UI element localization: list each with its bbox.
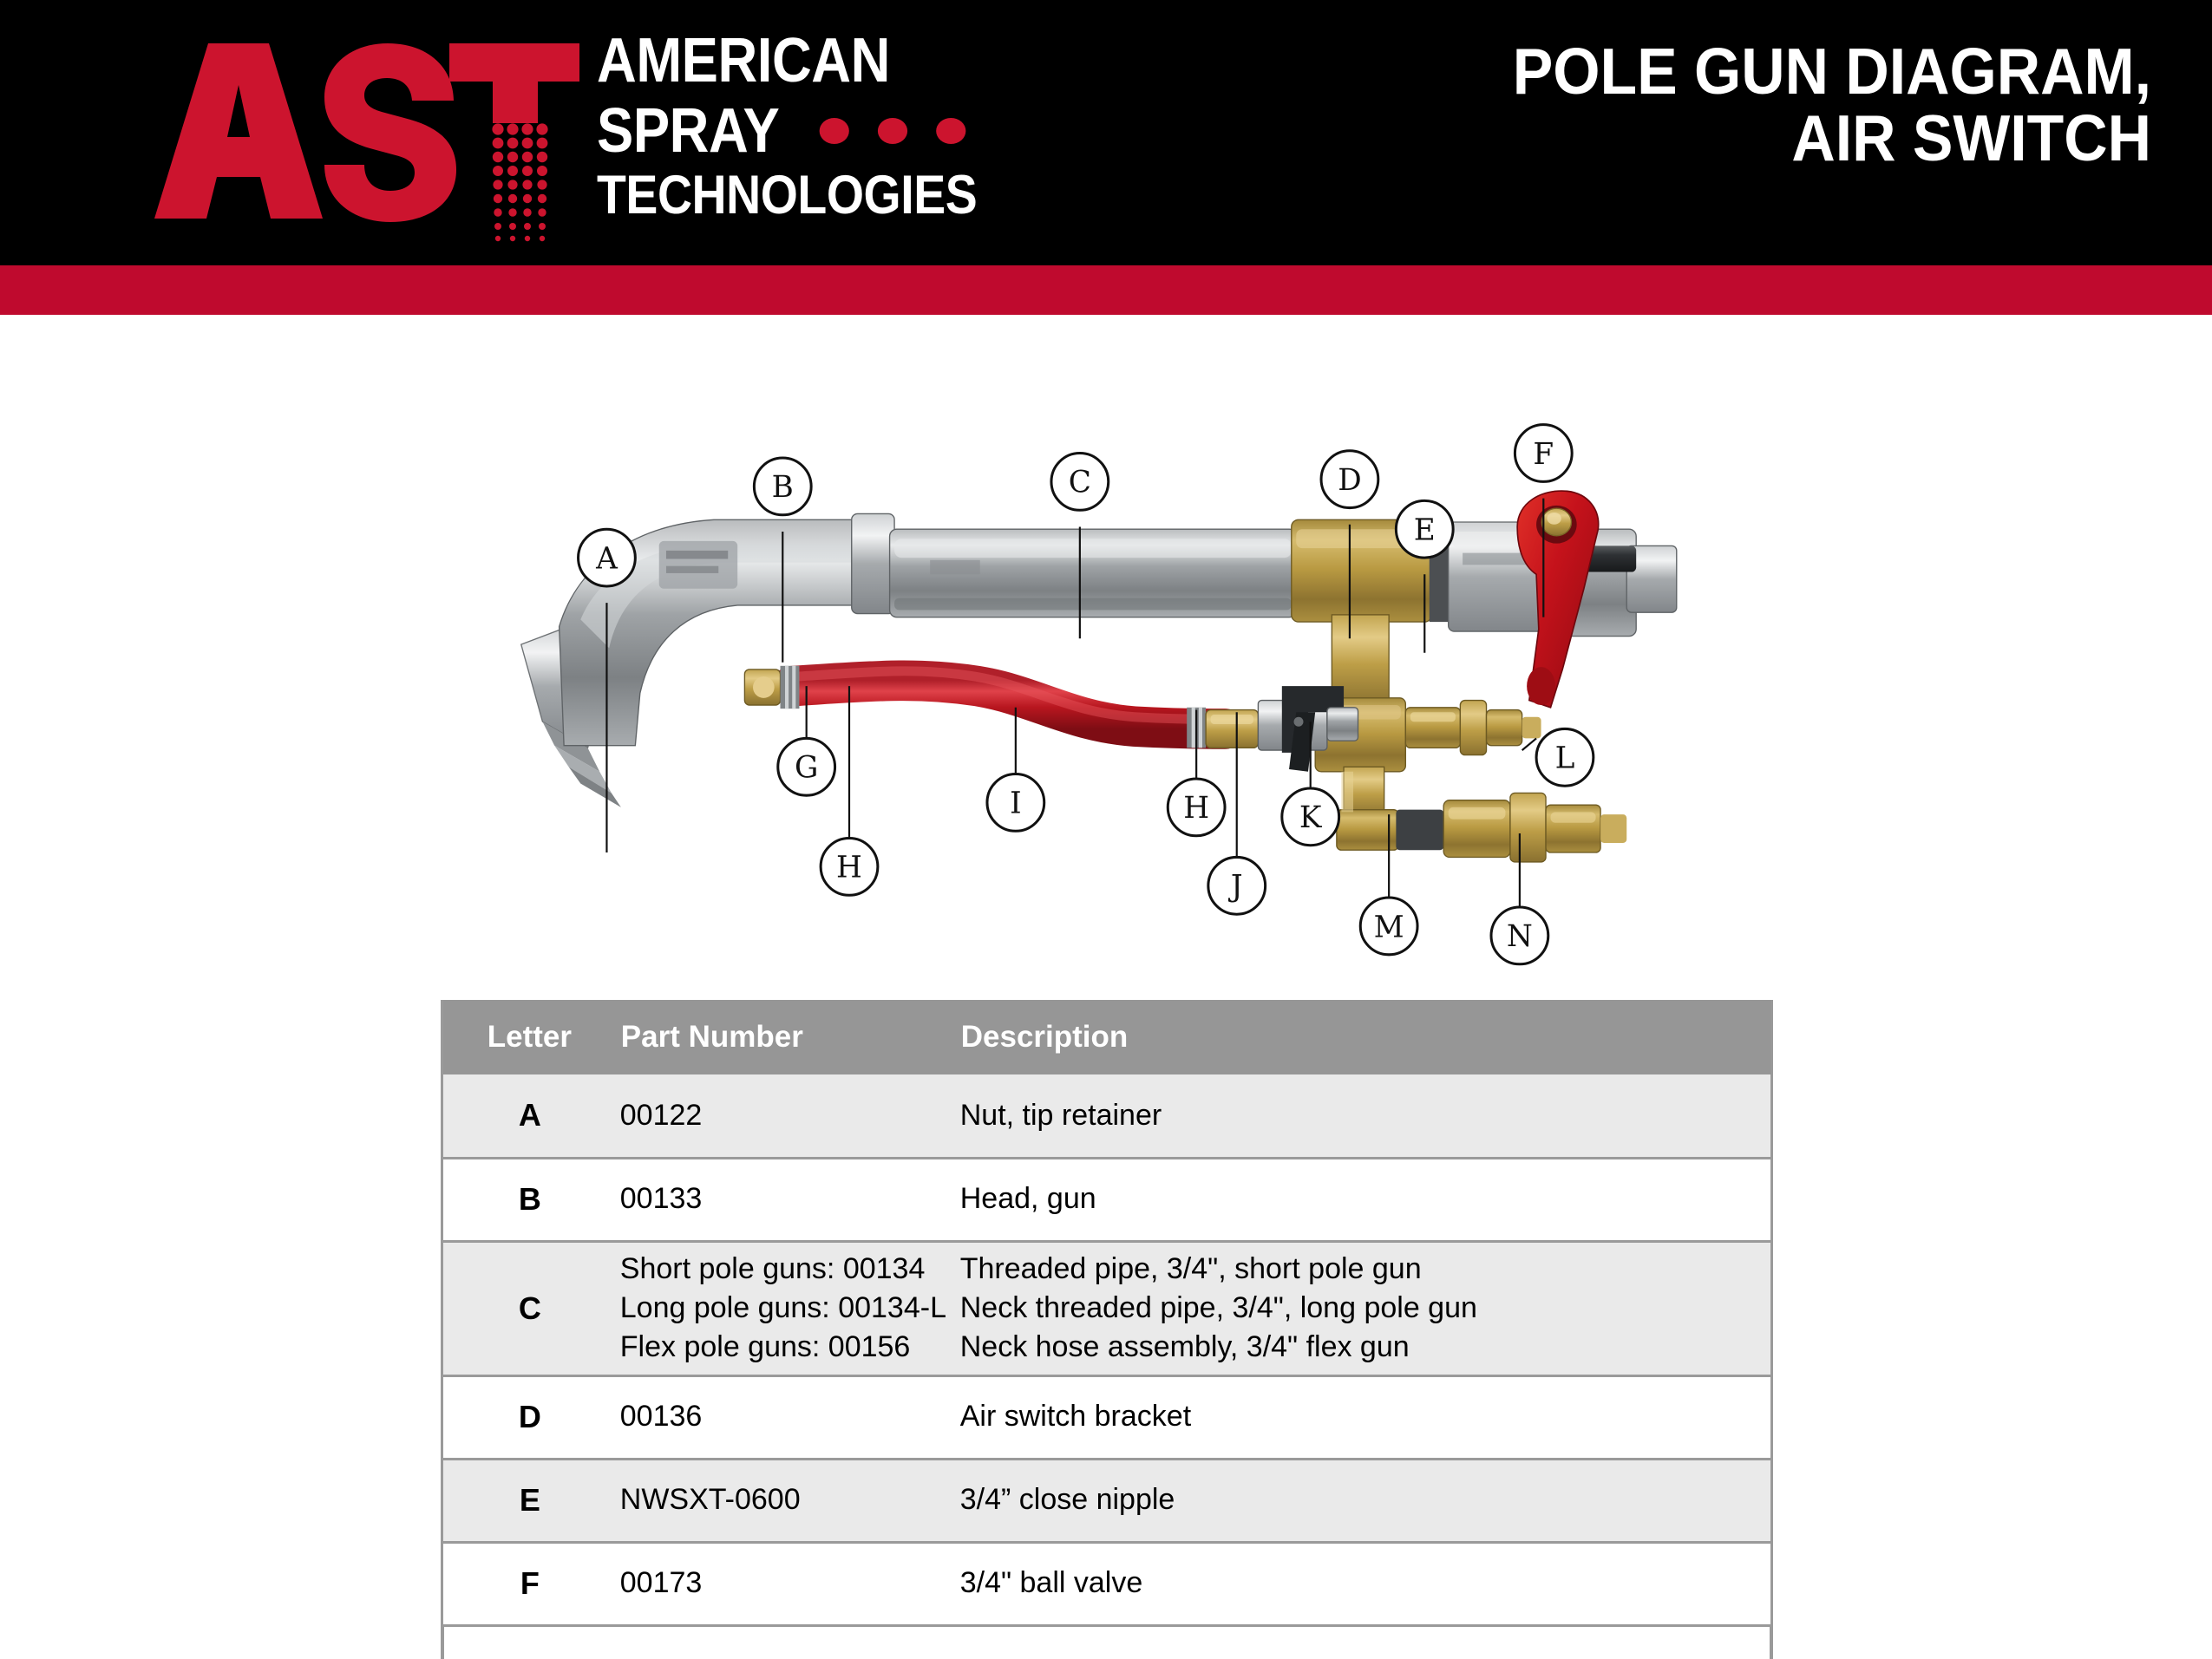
svg-text:E: E [1414, 513, 1436, 548]
row-description: Air switch bracket [954, 1375, 1770, 1460]
wordmark-dots-icon [819, 118, 966, 144]
row-part-number: 00133 [616, 1158, 955, 1243]
table-row: B 00133 Head, gun [443, 1158, 1770, 1243]
wordmark-line-technologies: TECHNOLOGIES [597, 165, 978, 225]
part-brass-fitting-g [743, 669, 782, 706]
row-letter: A [443, 1074, 617, 1159]
column-header-letter: Letter [443, 1000, 618, 1074]
table-row: F 00173 3/4" ball valve [443, 1542, 1770, 1627]
row-part-number: 00122 [616, 1074, 955, 1159]
svg-text:K: K [1299, 800, 1323, 835]
svg-text:I: I [1010, 787, 1022, 821]
wordmark-line-american: AMERICAN [597, 26, 890, 95]
callout-g: G [776, 736, 837, 797]
svg-text:H: H [1183, 791, 1209, 826]
callout-h-right: H [1166, 777, 1227, 838]
row-letter: B [443, 1158, 617, 1243]
pole-gun-air-switch-photo-diagram: A B C D E F G H I H J K L M N [425, 330, 1787, 971]
table-row: C Short pole guns: 00134 Long pole guns:… [443, 1241, 1770, 1377]
part-ball-valve [1516, 490, 1678, 709]
row-letter: E [443, 1459, 617, 1544]
table-header-row: Letter Part Number Description [443, 1000, 1772, 1074]
svg-text:N: N [1507, 919, 1533, 954]
row-part-number: 00136 [616, 1375, 955, 1460]
row-description: Head, gun [954, 1158, 1770, 1243]
part-air-hose [771, 660, 1246, 749]
callout-n: N [1489, 905, 1550, 966]
callout-layer [605, 498, 1545, 910]
svg-text:B: B [772, 470, 794, 505]
page-title: POLE GUN DIAGRAM, AIR SWITCH [1197, 35, 2151, 175]
table-row: A 00122 Nut, tip retainer [443, 1074, 1770, 1159]
page-title-line-1: POLE GUN DIAGRAM, [1512, 35, 2151, 108]
callout-d: D [1319, 449, 1380, 510]
svg-text:A: A [595, 541, 618, 576]
row-description-line: Neck hose assembly, 3/4" flex gun [959, 1330, 1410, 1364]
row-letter: F [443, 1542, 617, 1627]
svg-text:D: D [1338, 463, 1361, 498]
callout-h-left: H [819, 837, 880, 897]
callout-c: C [1050, 452, 1110, 512]
svg-text:F: F [1533, 437, 1554, 472]
callout-b: B [752, 456, 813, 517]
part-brass-nipple-j [1205, 709, 1260, 749]
parts-table: Letter Part Number Description A 00122 N… [443, 1000, 1772, 1627]
ast-wordmark: AMERICAN SPRAY TECHNOLOGIES [597, 29, 1013, 245]
callout-f: F [1513, 423, 1574, 483]
row-letter: C [443, 1241, 617, 1377]
callout-i: I [985, 773, 1046, 833]
header-accent-bar [0, 265, 2212, 315]
table-row: D 00136 Air switch bracket [443, 1375, 1770, 1460]
svg-text:C: C [1069, 466, 1091, 500]
ast-halftone-logo-icon [154, 28, 579, 243]
svg-text:M: M [1374, 910, 1404, 944]
callout-l: L [1535, 727, 1595, 787]
svg-text:G: G [795, 751, 818, 786]
part-quick-connect-plug [1404, 699, 1541, 756]
row-part-number-line: Long pole guns: 00134-L [619, 1290, 946, 1324]
table-left-rule [441, 1000, 444, 1659]
row-part-number: NWSXT-0600 [616, 1459, 955, 1544]
row-letter: D [443, 1375, 617, 1460]
row-description: 3/4” close nipple [954, 1459, 1770, 1544]
row-description-line: Neck threaded pipe, 3/4", long pole gun [959, 1290, 1477, 1324]
wordmark-line-spray: SPRAY [597, 96, 780, 166]
callout-k: K [1280, 787, 1341, 847]
callout-j: J [1207, 855, 1267, 916]
svg-text:J: J [1228, 870, 1243, 905]
wordmark-dot [877, 118, 908, 144]
column-header-description: Description [954, 1000, 1772, 1074]
row-part-number-line: Flex pole guns: 00156 [619, 1330, 911, 1364]
callout-circles: A B C D E F G H I H J K L M N [577, 423, 1595, 966]
row-description: Threaded pipe, 3/4", short pole gun Neck… [954, 1241, 1770, 1377]
row-description-line: Threaded pipe, 3/4", short pole gun [959, 1251, 1422, 1285]
callout-e: E [1394, 499, 1455, 559]
part-gun-head [558, 513, 895, 747]
svg-text:H: H [836, 851, 862, 885]
row-part-number: 00173 [616, 1542, 955, 1627]
table-right-rule [1770, 1000, 1773, 1659]
part-brass-elbow [1336, 766, 1399, 851]
part-hose-clamp-left [780, 665, 800, 709]
wordmark-spray-row: SPRAY [597, 97, 1013, 165]
svg-text:L: L [1555, 741, 1575, 776]
callout-m: M [1358, 896, 1419, 957]
column-header-part-number: Part Number [616, 1000, 956, 1074]
page-title-line-2: AIR SWITCH [1791, 101, 2151, 175]
wordmark-dot [819, 118, 849, 144]
table-row: E NWSXT-0600 3/4” close nipple [443, 1459, 1770, 1544]
row-part-number-line: Short pole guns: 00134 [619, 1251, 926, 1285]
part-threaded-pipe [888, 528, 1297, 618]
part-quick-connect-coupler [1396, 792, 1627, 863]
row-part-number: Short pole guns: 00134 Long pole guns: 0… [616, 1241, 955, 1377]
row-description: Nut, tip retainer [954, 1074, 1770, 1159]
callout-a: A [577, 527, 637, 588]
row-description: 3/4" ball valve [954, 1542, 1770, 1627]
wordmark-dot [936, 118, 966, 144]
